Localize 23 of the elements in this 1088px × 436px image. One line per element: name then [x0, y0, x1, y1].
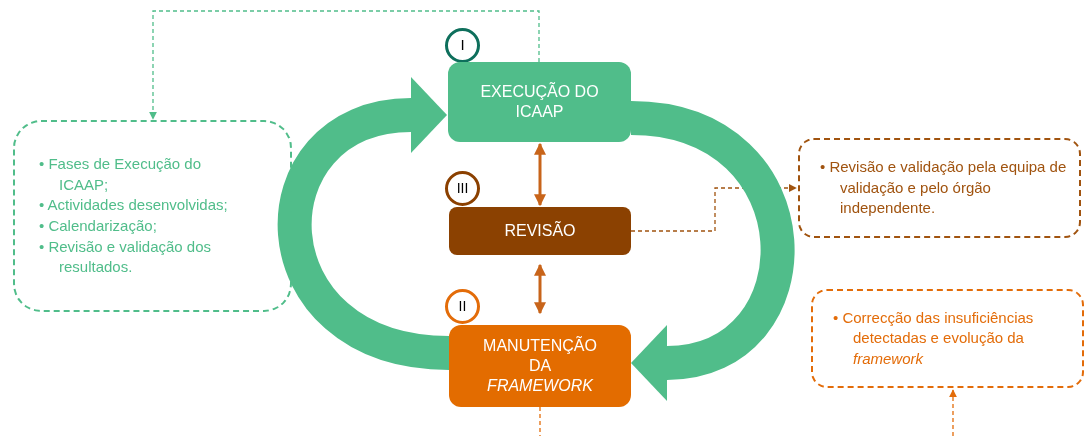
bullet-text: • Revisão e validação dos resultados.: [39, 236, 213, 278]
node-label: I: [460, 35, 465, 56]
process-box: [449, 325, 631, 407]
node-label: REVISÃO: [504, 220, 576, 241]
note-box: [798, 138, 1081, 238]
note-box: [811, 289, 1084, 388]
arrow: [534, 142, 546, 207]
process-box: [449, 207, 631, 255]
node-label: EXECUÇÃO DO ICAAP: [479, 82, 600, 122]
curved-arrow: [278, 77, 451, 370]
bullet-text: • Revisão e validação pela equipa de validação e pelo órgão independente.: [820, 157, 1067, 219]
arrow: [949, 389, 957, 436]
bullet-text: • Fases de Execução do ICAAP;: [39, 154, 202, 195]
node-label: III: [456, 179, 469, 198]
node-label: II: [458, 297, 467, 316]
arrow: [149, 10, 540, 120]
bullet-text: • Correcção das insuficiências detectadas e evolução da framework: [833, 307, 1035, 369]
arrow: [534, 263, 546, 315]
note-box: [13, 120, 292, 312]
bullet-text: • Calendarização;: [39, 216, 158, 236]
process-box: [448, 62, 631, 142]
bullet-text: • Actividades desenvolvidas;: [39, 195, 229, 216]
node-label: MANUTENÇÃO DA FRAMEWORK: [483, 336, 597, 396]
